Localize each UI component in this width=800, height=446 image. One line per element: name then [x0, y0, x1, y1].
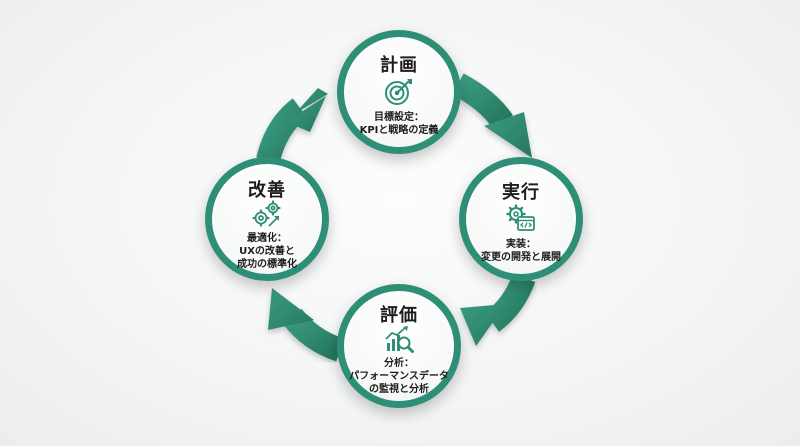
gears-arrow-icon	[252, 200, 281, 227]
arrow-execute-to-evaluate	[460, 273, 536, 346]
arrow-evaluate-to-improve	[268, 288, 345, 362]
node-description: 実装： 変更の開発と展開	[481, 239, 561, 263]
node-description: 分析： パフォーマンスデータ の監視と分析	[349, 358, 449, 395]
cycle-node-plan: 計画 目標設定： KPIと戦略の定義	[337, 30, 461, 154]
arrow-plan-to-execute	[452, 73, 532, 158]
cycle-node-evaluate: 評価 分析： パフォーマンスデータ の監視と分析	[337, 284, 461, 408]
node-title: 計画	[380, 55, 418, 76]
gear-code-icon	[506, 204, 535, 231]
node-title: 評価	[380, 305, 418, 326]
node-title: 実行	[502, 182, 540, 203]
node-description: 目標設定： KPIと戦略の定義	[359, 112, 439, 136]
node-title: 改善	[248, 180, 286, 201]
cycle-node-improve: 改善 最適化： UXの改善と 成功の標準化	[205, 157, 329, 281]
node-description: 最適化： UXの改善と 成功の標準化	[237, 233, 297, 270]
cycle-node-execute: 実行 実装： 変更の開発と展開	[459, 157, 583, 281]
chart-magnifier-icon	[385, 326, 414, 353]
arrow-improve-to-plan	[256, 88, 328, 164]
target-icon	[385, 79, 412, 105]
